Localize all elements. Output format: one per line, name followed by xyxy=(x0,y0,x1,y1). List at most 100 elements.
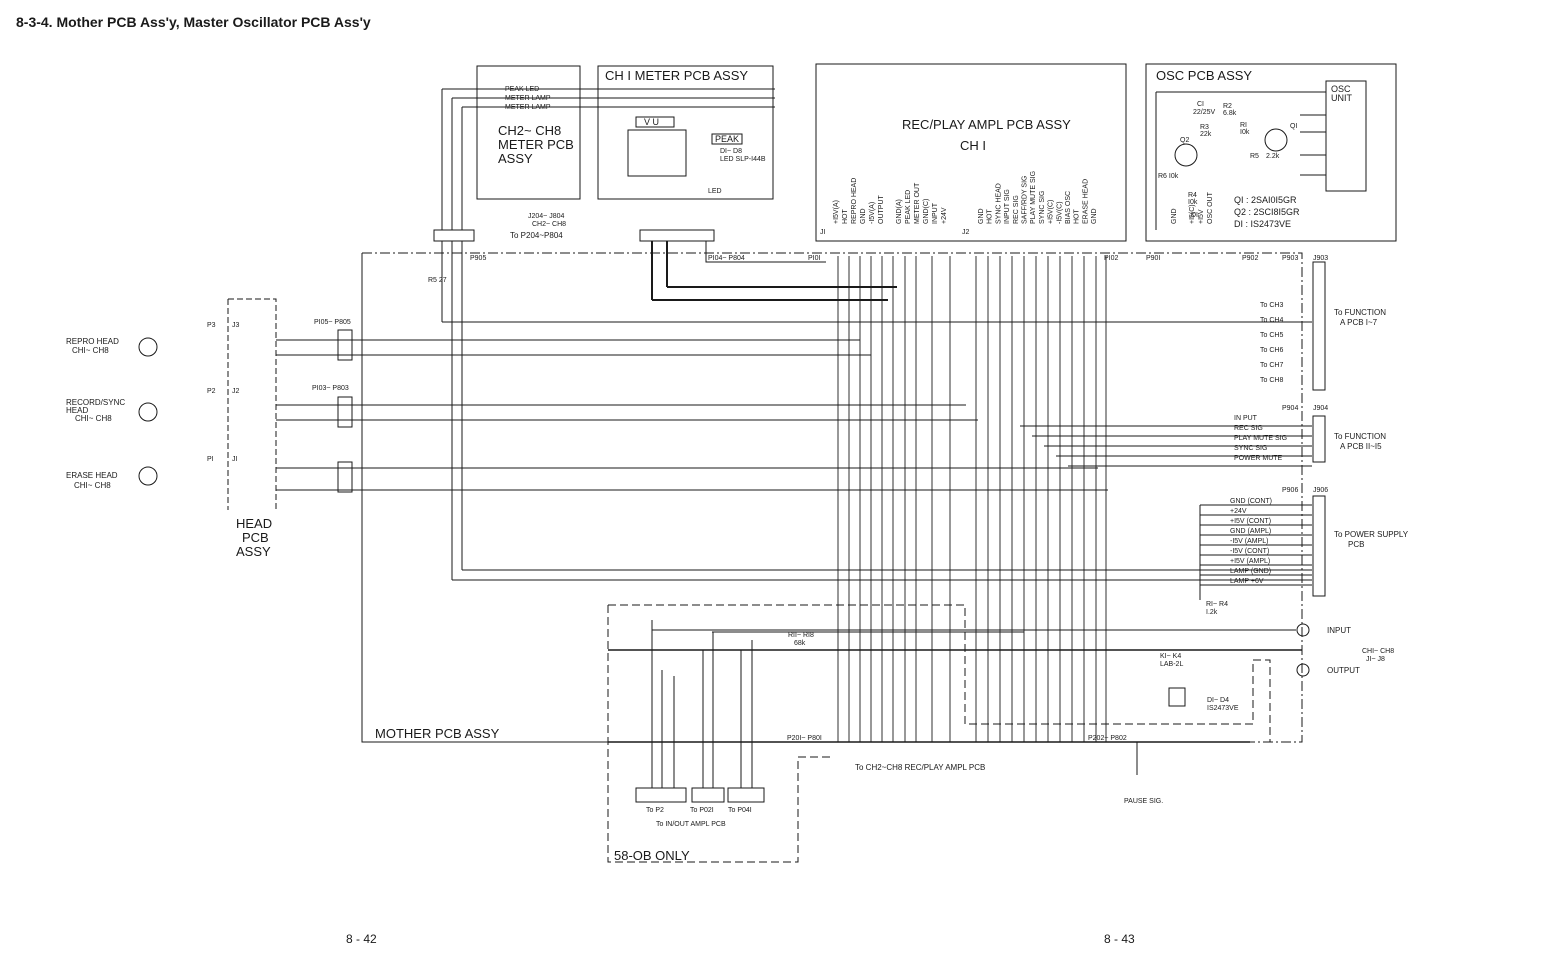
p904-pin-2: REC SIG xyxy=(1234,425,1263,432)
head-repro-name: REPRO HEAD xyxy=(66,337,119,346)
only58-label: 58-OB ONLY xyxy=(614,848,690,863)
k1-label-2: LAB-2L xyxy=(1160,661,1183,668)
inout-p021: To P02I xyxy=(690,807,714,814)
rec-pin-a-12: +24V xyxy=(941,207,948,224)
head-conn-p103: PI03~ P803 xyxy=(312,385,349,392)
head-record-name: RECORD/SYNC xyxy=(66,398,125,407)
p906-pin-1: GND (CONT) xyxy=(1230,498,1272,505)
osc-r3v: 22k xyxy=(1200,131,1212,138)
osc-r6: R6 I0k xyxy=(1158,173,1179,180)
rec-pin-b-8: +I5V(C) xyxy=(1048,200,1055,224)
to-ch5: To CH5 xyxy=(1260,332,1283,339)
page-number-left: 8 - 42 xyxy=(346,932,377,946)
r1r4-label: RI~ R4 xyxy=(1206,601,1228,608)
to-function2-2: A PCB II~I5 xyxy=(1340,442,1382,451)
p906-pin-2: +24V xyxy=(1230,508,1247,515)
head-repro-ch: CHI~ CH8 xyxy=(72,346,109,355)
p906-pin-9: LAMP +6V xyxy=(1230,578,1264,585)
rec-pin-b-4: REC SIG xyxy=(1013,195,1020,224)
p905-label: P905 xyxy=(470,255,486,262)
ch2-meter-label-2: METER PCB xyxy=(498,137,574,152)
rec-pin-a-0: +I5V(A) xyxy=(833,200,840,224)
osc-r4: R4 xyxy=(1188,192,1197,199)
to-ch3: To CH3 xyxy=(1260,302,1283,309)
d1d4-label: DI~ D4 xyxy=(1207,697,1229,704)
p904-pin-4: SYNC SIG xyxy=(1234,445,1267,452)
page-title: 8-3-4. Mother PCB Ass'y, Master Oscillat… xyxy=(16,14,371,30)
to-ch6: To CH6 xyxy=(1260,347,1283,354)
p904-pin-3: PLAY MUTE SIG xyxy=(1234,435,1287,442)
p906-pin-5: -I5V (AMPL) xyxy=(1230,538,1269,545)
meter-label-lamp1: METER LAMP xyxy=(505,95,551,102)
p903-label: P903 xyxy=(1282,255,1298,262)
head-jack-j2: J2 xyxy=(232,388,240,395)
ch-j-label-2: JI~ J8 xyxy=(1366,656,1385,663)
osc-unit-label-2: UNIT xyxy=(1331,93,1352,103)
led-note: DI~ D8 xyxy=(720,148,742,155)
rec-pin-b-10: BIAS OSC xyxy=(1065,191,1072,224)
transistor-q1: QI : 2SAI0I5GR xyxy=(1234,195,1297,205)
p906-pin-7: +I5V (AMPL) xyxy=(1230,558,1270,565)
osc-r2: R2 xyxy=(1223,103,1232,110)
led-note-2: LED SLP-I44B xyxy=(720,156,766,163)
transistor-d1: DI : IS2473VE xyxy=(1234,219,1291,229)
head-erase-ch: CHI~ CH8 xyxy=(74,481,111,490)
osc-r5: R5 xyxy=(1250,153,1259,160)
to-power: To POWER SUPPLY xyxy=(1334,530,1409,539)
j2-label: J2 xyxy=(962,229,970,236)
osc-unit-label: OSC xyxy=(1331,84,1351,94)
to-ch4: To CH4 xyxy=(1260,317,1283,324)
rec-pin-a-3: GND xyxy=(860,208,867,224)
to-ch7: To CH7 xyxy=(1260,362,1283,369)
p201-label: P20I~ P80I xyxy=(787,735,822,742)
ch1-meter-label: CH I METER PCB ASSY xyxy=(605,68,748,83)
head-record-name2: HEAD xyxy=(66,406,88,415)
osc-label: OSC PCB ASSY xyxy=(1156,68,1252,83)
osc-r5v: 2.2k xyxy=(1266,153,1280,160)
osc-d1: DI xyxy=(1191,212,1198,219)
j204-label: J204~ J804 xyxy=(528,213,564,220)
head-jack-j3: J3 xyxy=(232,322,240,329)
head-erase-name: ERASE HEAD xyxy=(66,471,118,480)
rec-pin-a-1: HOT xyxy=(842,209,849,225)
rec-pin-b-6: PLAY MUTE SIG xyxy=(1030,171,1037,224)
j906-label: J906 xyxy=(1313,487,1328,494)
to-ch2-rec-label: To CH2~CH8 REC/PLAY AMPL PCB xyxy=(855,763,985,772)
to-p204-label: To P204~P804 xyxy=(510,231,563,240)
p202-label: P202~ P802 xyxy=(1088,735,1127,742)
rec-play-ch-label: CH I xyxy=(960,138,986,153)
peak-label: PEAK xyxy=(715,134,739,144)
osc-r2v: 6.8k xyxy=(1223,110,1237,117)
transistor-q2: Q2 : 2SCI8I5GR xyxy=(1234,207,1300,217)
head-pcb-label: HEAD xyxy=(236,516,272,531)
r5-label: R5 27 xyxy=(428,277,447,284)
p906-pin-6: -I5V (CONT) xyxy=(1230,548,1269,555)
to-function1: To FUNCTION xyxy=(1334,308,1386,317)
p906-label: P906 xyxy=(1282,487,1298,494)
rec-pin-b-2: SYNC HEAD xyxy=(995,183,1002,224)
p104-label: PI04~ P804 xyxy=(708,255,745,262)
input-jack-label: INPUT xyxy=(1327,626,1351,635)
pause-label: PAUSE SIG. xyxy=(1124,798,1163,805)
head-jack-j1: JI xyxy=(232,456,238,463)
rec-pin-b-13: GND xyxy=(1091,208,1098,224)
head-plug-p3: P3 xyxy=(207,322,216,329)
r11-label: RII~ RI8 xyxy=(788,632,814,639)
ch2-meter-label-3: ASSY xyxy=(498,151,533,166)
led-label: LED xyxy=(708,188,722,195)
to-function2: To FUNCTION xyxy=(1334,432,1386,441)
head-conn-p105: PI05~ P805 xyxy=(314,319,351,326)
p904-label: P904 xyxy=(1282,405,1298,412)
rec-pin-b-0: GND xyxy=(978,208,985,224)
rec-pin-a-10: GND(C) xyxy=(923,199,930,224)
j204-label-2: CH2~ CH8 xyxy=(532,221,566,228)
rec-pin-a-8: PEAK LED xyxy=(905,190,912,224)
ch2-meter-label: CH2~ CH8 xyxy=(498,123,561,138)
osc-r4v: I0k xyxy=(1188,199,1198,206)
meter-label-peak: PEAK LED xyxy=(505,86,539,93)
p904-pin-1: IN PUT xyxy=(1234,415,1258,422)
head-record-ch: CHI~ CH8 xyxy=(75,414,112,423)
j903-label: J903 xyxy=(1313,255,1328,262)
p102-label: PI02 xyxy=(1104,255,1119,262)
rec-pin-a-7: GND(A) xyxy=(896,199,903,224)
